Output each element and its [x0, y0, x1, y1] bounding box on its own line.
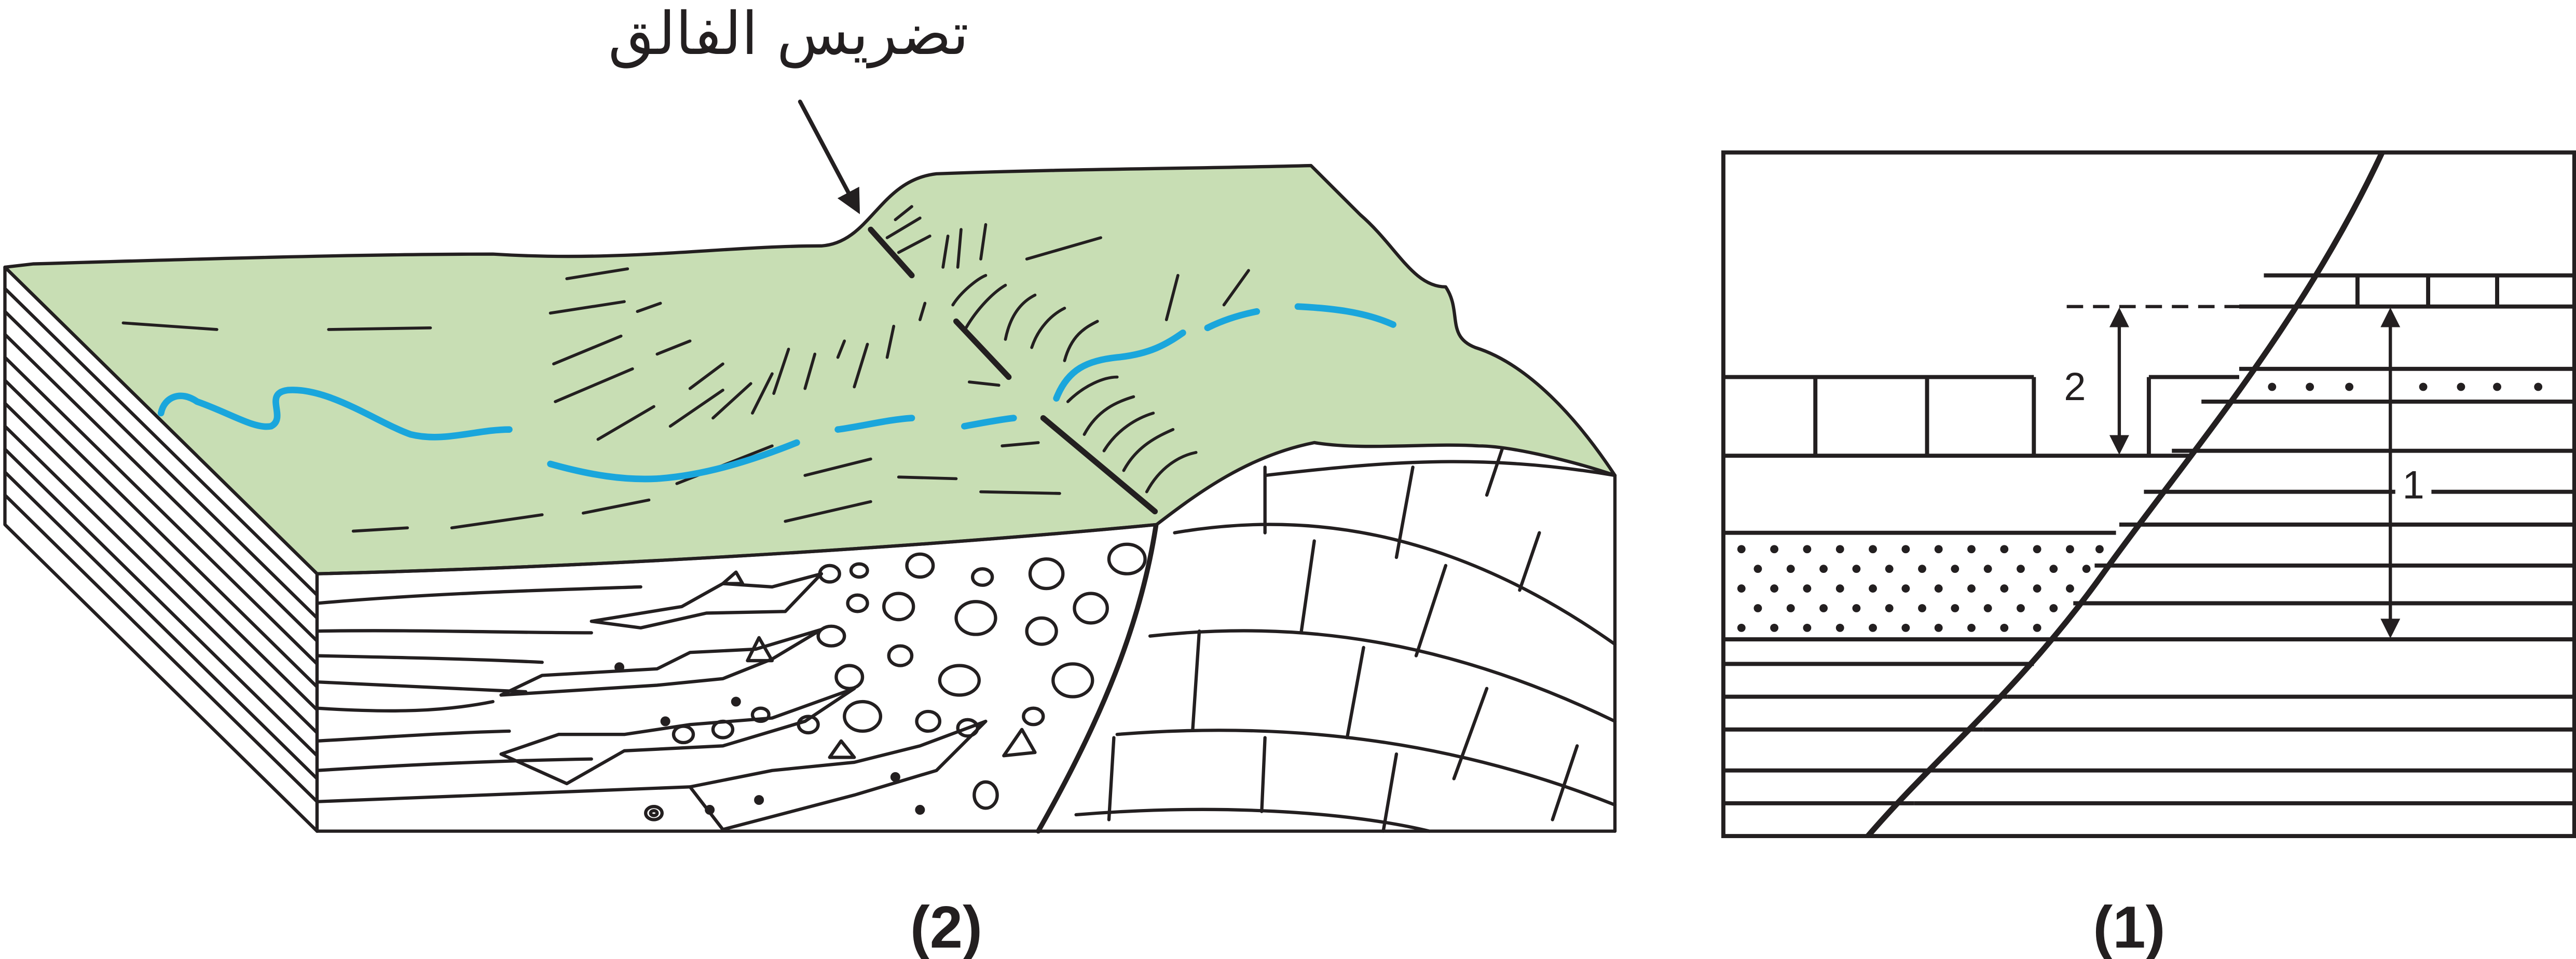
cross-section-1 [1721, 150, 2576, 839]
front-layered-sediments [317, 585, 692, 803]
fault-plane-trace [1036, 518, 1159, 834]
sandstone-dots-right [2268, 382, 2543, 391]
conglomerate-pebbles [614, 542, 1147, 821]
reference-dashed-lines [2066, 305, 2443, 641]
limestone-block [1038, 444, 1617, 833]
callout-arrow [798, 99, 860, 214]
caption-diagram-1: (1) [2093, 895, 2165, 959]
measure-2-label: 2 [2064, 365, 2086, 409]
fault-scarp-segments [868, 226, 1158, 515]
measure-1-label: 1 [2402, 463, 2424, 507]
section-frame [1721, 150, 2576, 839]
fault-line [1866, 151, 2385, 838]
sandstone-dots-left [1737, 545, 2104, 632]
terrain-hachures [121, 205, 1250, 533]
caption-diagram-2: (2) [910, 895, 982, 959]
left-block-layers [1723, 375, 2240, 805]
throw-measurements [2109, 307, 2401, 639]
river [157, 387, 513, 441]
block-diagram-2 [3, 99, 1617, 834]
fault-relief-label: تضريس الفالق [608, 0, 969, 68]
river-dashed [547, 303, 1396, 483]
